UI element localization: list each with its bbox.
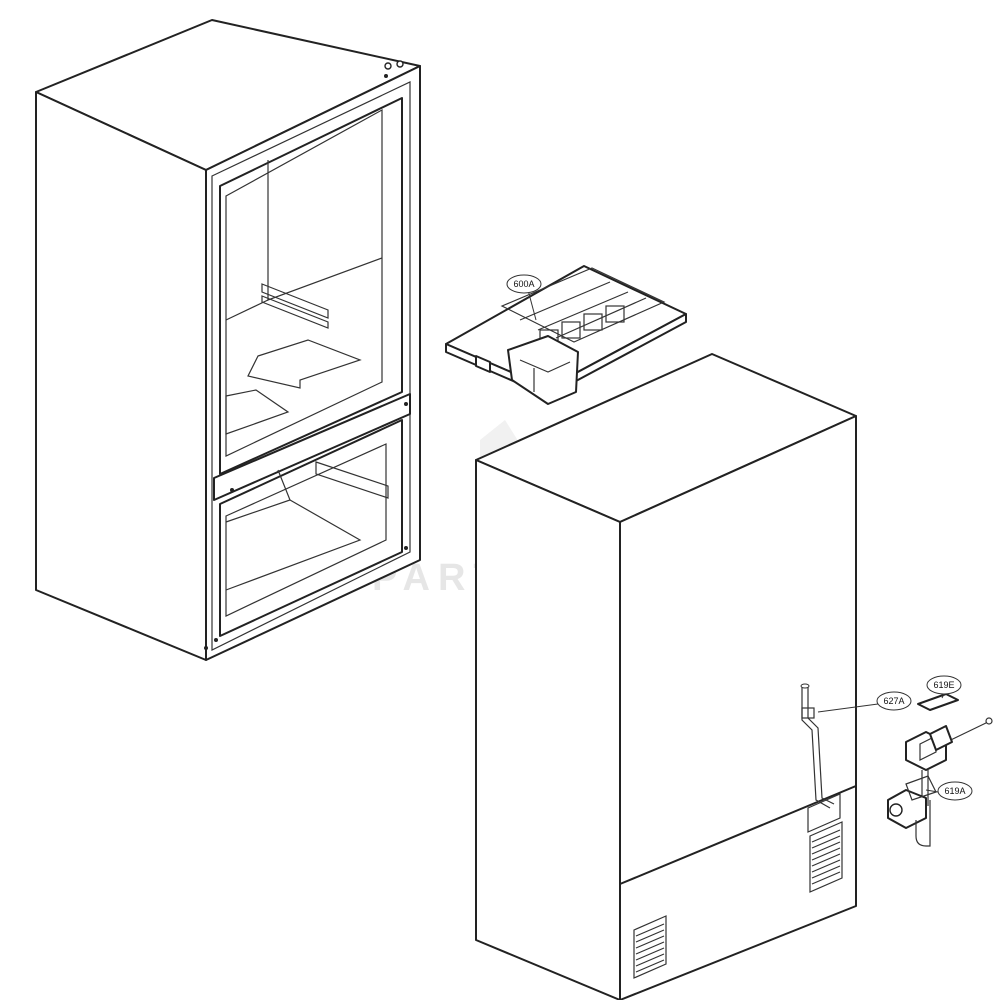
ice-maker-assembly bbox=[445, 265, 687, 405]
callout-label: 619A bbox=[944, 786, 965, 796]
cabinet-outer-back bbox=[475, 353, 857, 1000]
callout-627A: 627A bbox=[817, 691, 912, 713]
callout-label: 600A bbox=[513, 279, 534, 289]
vent-grille-front bbox=[809, 821, 843, 893]
callout-619A: 619A bbox=[925, 781, 973, 801]
vent-grille-bottom bbox=[633, 915, 667, 979]
cabinet-liner bbox=[35, 19, 421, 661]
water-tube bbox=[800, 683, 835, 809]
callout-600A: 600A bbox=[506, 274, 542, 321]
water-valve-assembly bbox=[887, 717, 993, 847]
callout-label: 627A bbox=[883, 696, 904, 706]
callout-619E: 619E bbox=[926, 675, 962, 699]
callout-label: 619E bbox=[933, 680, 954, 690]
bracket-619e bbox=[917, 693, 959, 711]
